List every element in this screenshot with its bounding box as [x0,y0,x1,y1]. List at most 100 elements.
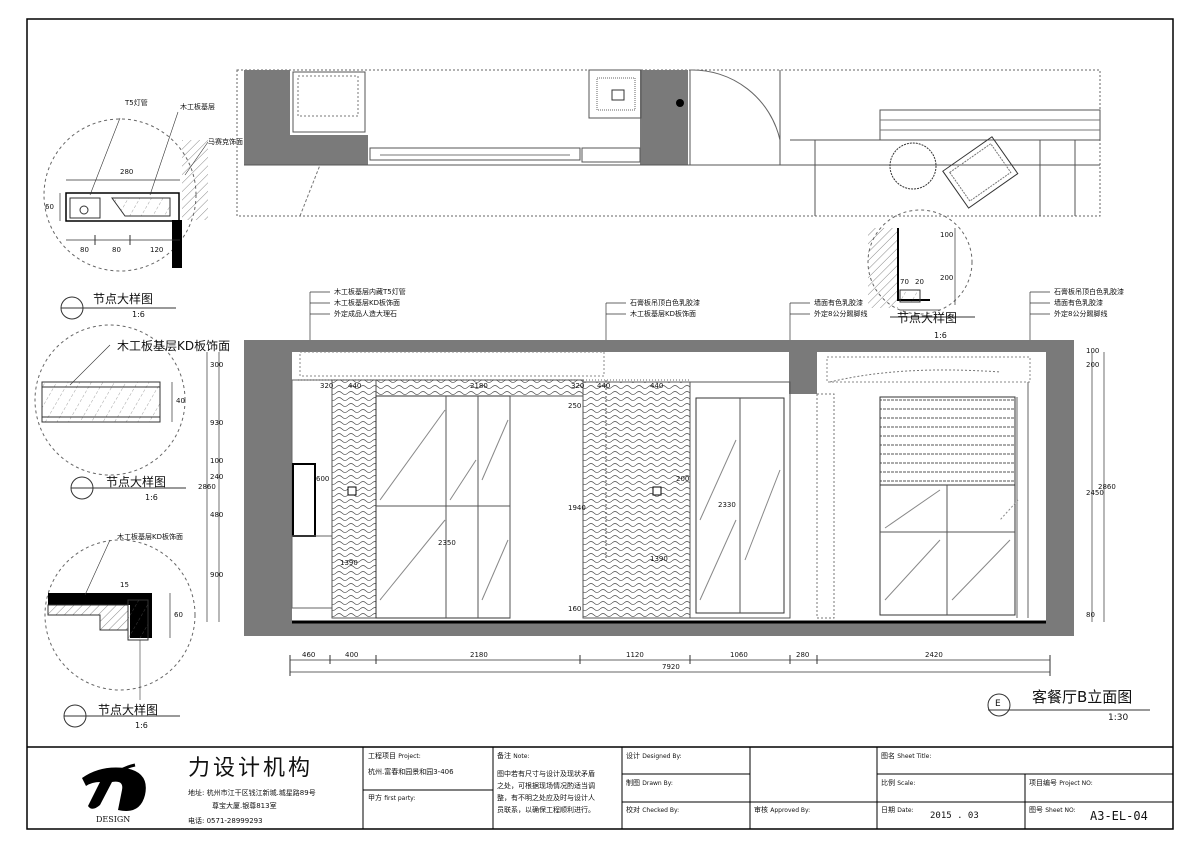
dim-top: 2180 [470,382,488,390]
dim-right: 200 [1086,361,1100,369]
detail1-dim: 120 [150,246,164,254]
checked-label: 校对 Checked By: [626,806,680,814]
project-value: 杭州.富春和园景和园3-406 [368,768,454,776]
dim-bottom: 2180 [470,651,488,659]
floor-plan [236,69,1101,217]
dim-bottom: 400 [345,651,359,659]
sheet-title-label: 图名 Sheet Title: [881,752,932,760]
dim-right: 2450 [1086,489,1104,497]
detail1-dim: 280 [120,168,134,176]
dim-inner: 2330 [718,501,736,509]
callout-rc-2: 外定8公分踢脚线 [814,310,868,318]
detail4-scale: 1:6 [934,331,947,340]
project-label: 工程项目 Project: [368,752,421,760]
detail2-label: 木工板基层KD板饰面 [117,339,231,353]
detail1-title: 节点大样图 [93,292,154,306]
dim-right: 100 [1086,347,1100,355]
dim-inner: 1390 [340,559,358,567]
detail3-title: 节点大样图 [98,703,159,717]
callout-center-2: 木工板基层KD板饰面 [630,310,696,318]
approved-label: 审核 Approved By: [754,806,811,814]
callout-left-2: 木工板基层KD板饰面 [334,299,400,307]
detail1-dim: 80 [80,246,89,254]
notes-label: 备注 Note: [497,752,530,760]
dim-total: 7920 [662,663,680,671]
detail-4 [867,209,975,318]
drawn-label: 制图 Drawn By: [626,779,673,787]
notes-text-2: 之处，可根据现场情况酌适当调 [497,782,595,790]
sheet-no-label: 图号 Sheet NO: [1029,806,1076,814]
callout-left-3: 外定成品人造大理石 [334,310,397,318]
sheet-border [26,18,1174,830]
dim-inner: 160 [568,605,582,613]
date-label: 日期 Date: [881,806,914,814]
dim-inner: 2350 [438,539,456,547]
detail1-dim: 80 [112,246,121,254]
company-name: 力设计机构 [188,756,314,781]
dim-inner: 1390 [650,555,668,563]
dim-left-total: 2860 [198,483,216,491]
callout-right-3: 外定8公分踢脚线 [1054,310,1108,318]
detail-1 [43,111,209,320]
dim-right: 80 [1086,611,1095,619]
detail3-label: 木工板基层KD板饰面 [117,533,183,541]
detail3-dim: 15 [120,581,129,589]
detail3-scale: 1:6 [135,721,148,730]
elevation [244,340,1074,636]
detail2-scale: 1:6 [145,493,158,502]
dim-left: 240 [210,473,224,481]
dim-inner: 1940 [568,504,586,512]
callout-leaders [309,291,1050,340]
company-logo [82,763,146,811]
callout-rc-1: 墙面有色乳胶漆 [814,299,863,307]
date-value: 2015 . 03 [930,811,979,821]
title-block-grid [362,747,1173,829]
dim-top: 320 [571,382,585,390]
detail4-title: 节点大样图 [897,311,958,325]
notes-text-3: 整，有不明之处应及时与设计人 [497,794,595,802]
dim-bottom: 460 [302,651,316,659]
callout-left-1: 木工板基层内藏T5灯管 [334,288,406,296]
detail1-label-mosaic: 马赛克饰面 [208,138,243,146]
section-marker [987,693,1011,717]
dim-left: 300 [210,361,224,369]
dim-left: 930 [210,419,224,427]
notes-text-4: 员联系，以确保工程顺利进行。 [497,806,595,814]
dim-top: 440 [597,382,611,390]
dim-left: 480 [210,511,224,519]
dim-bottom: 2420 [925,651,943,659]
dim-bottom: 1060 [730,651,748,659]
sheet-no-value: A3-EL-04 [1090,809,1148,823]
detail1-label-t5: T5灯管 [125,99,148,107]
dim-top: 440 [650,382,664,390]
detail2-dim: 40 [176,397,185,405]
detail3-dim: 60 [174,611,183,619]
detail1-dim: 60 [45,203,54,211]
section-marker-letter: E [995,699,1001,709]
detail1-scale: 1:6 [132,310,145,319]
detail4-dim: 100 [940,231,954,239]
dim-inner: 250 [568,402,582,410]
dim-inner: 200 [676,475,690,483]
dim-inner: 600 [316,475,330,483]
dim-bottom: 1120 [626,651,644,659]
detail1-label-board: 木工板基层 [180,103,215,111]
drawing-title: 客餐厅B立面图 [1032,688,1133,706]
logo-text: DESIGN [96,815,131,824]
dim-right-total: 2860 [1098,483,1116,491]
client-label: 甲方 first party: [368,794,416,802]
phone: 电话: 0571-28999293 [188,817,263,825]
dim-left: 100 [210,457,224,465]
designed-label: 设计 Designed By: [626,752,682,760]
dim-top: 440 [348,382,362,390]
callout-right-1: 石膏板吊顶白色乳胶漆 [1054,288,1124,296]
dim-left: 900 [210,571,224,579]
detail4-dim: 70 [900,278,909,286]
dim-top: 320 [320,382,334,390]
detail4-dim: 200 [940,274,954,282]
detail-3 [44,539,196,728]
dimension-lines [206,352,1105,676]
address-line-1: 地址: 杭州市江干区钱江新城.城星路89号 [188,789,316,797]
